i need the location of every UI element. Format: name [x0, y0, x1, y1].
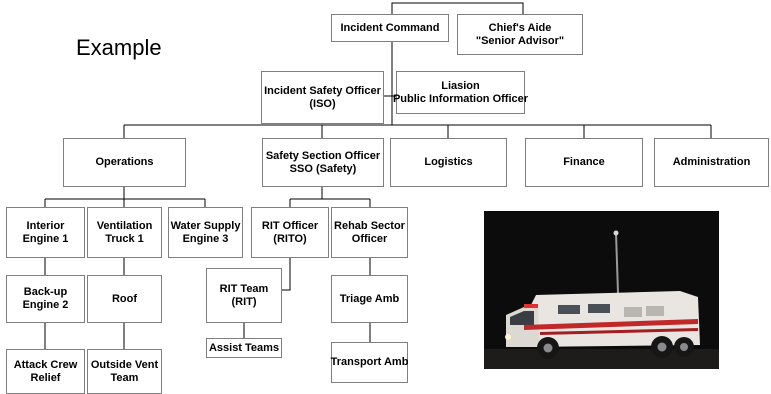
node-label: Administration	[672, 156, 751, 168]
node-outside-vent-team: Outside Vent Team	[87, 349, 162, 394]
node-label: Water Supply	[170, 219, 241, 232]
node-label: Roof	[111, 292, 138, 305]
node-label: Logistics	[424, 156, 473, 168]
node-administration: Administration	[654, 138, 769, 187]
node-backup-engine-2: Back-up Engine 2	[6, 275, 85, 323]
node-label: Operations	[95, 156, 154, 168]
node-water-supply-engine-3: Water Supply Engine 3	[168, 207, 243, 258]
node-liaison-pio: Liasion Public Information Officer	[392, 71, 529, 114]
node-rit-officer: RIT Officer (RITO)	[251, 207, 329, 258]
node-logistics: Logistics	[390, 138, 507, 187]
node-attack-crew-relief: Attack Crew Relief	[6, 349, 85, 394]
node-label: Engine 1	[22, 232, 69, 245]
node-rit-team: RIT Team (RIT)	[206, 268, 282, 323]
node-label: Chief's Aide	[488, 21, 552, 34]
node-label: "Senior Advisor"	[475, 34, 565, 47]
node-label: SSO (Safety)	[289, 162, 357, 175]
node-label: Outside Vent	[90, 358, 159, 371]
node-incident-safety-officer: Incident Safety Officer (ISO)	[261, 71, 384, 124]
node-finance: Finance	[525, 138, 643, 187]
node-label: Relief	[30, 371, 61, 384]
node-label: Interior	[26, 219, 65, 232]
node-rehab-sector-officer: Rehab Sector Officer	[331, 207, 408, 258]
node-label: Incident Command	[340, 21, 440, 34]
node-label: Public Information Officer	[392, 92, 529, 105]
node-transport-amb: Transport Amb	[331, 342, 408, 383]
node-label: Safety Section Officer	[265, 149, 381, 162]
node-label: Back-up	[23, 286, 68, 298]
node-label: Transport Amb	[330, 356, 409, 368]
node-ventilation-truck-1: Ventilation Truck 1	[87, 207, 162, 258]
node-label: Liasion	[441, 79, 480, 92]
node-label: (ISO)	[309, 97, 336, 110]
node-label: Engine 2	[22, 299, 69, 311]
node-operations: Operations	[63, 138, 186, 187]
node-label: Incident Safety Officer	[264, 84, 381, 97]
node-label: Truck 1	[105, 232, 144, 245]
node-triage-amb: Triage Amb	[331, 275, 408, 323]
node-label: Triage Amb	[339, 292, 400, 305]
node-label: Ventilation	[96, 219, 153, 232]
node-label: RIT Team	[219, 282, 269, 295]
node-label: (RITO)	[273, 232, 307, 245]
node-label: Officer	[351, 232, 388, 245]
node-chiefs-aide: Chief's Aide "Senior Advisor"	[457, 14, 583, 55]
node-label: (RIT)	[231, 295, 257, 308]
node-label: RIT Officer	[261, 219, 319, 232]
node-safety-section-officer: Safety Section Officer SSO (Safety)	[262, 138, 384, 187]
node-label: Assist Teams	[208, 341, 280, 354]
node-label: Finance	[563, 156, 605, 168]
node-label: Rehab Sector	[334, 219, 405, 232]
node-incident-command: Incident Command	[331, 14, 449, 42]
node-roof: Roof	[87, 275, 162, 323]
node-label: Team	[110, 371, 139, 384]
command-vehicle-photo	[484, 211, 719, 369]
node-label: Engine 3	[182, 232, 229, 245]
node-label: Attack Crew	[13, 358, 78, 371]
node-assist-teams: Assist Teams	[206, 338, 282, 358]
page-title: Example	[76, 35, 162, 60]
node-interior-engine-1: Interior Engine 1	[6, 207, 85, 258]
